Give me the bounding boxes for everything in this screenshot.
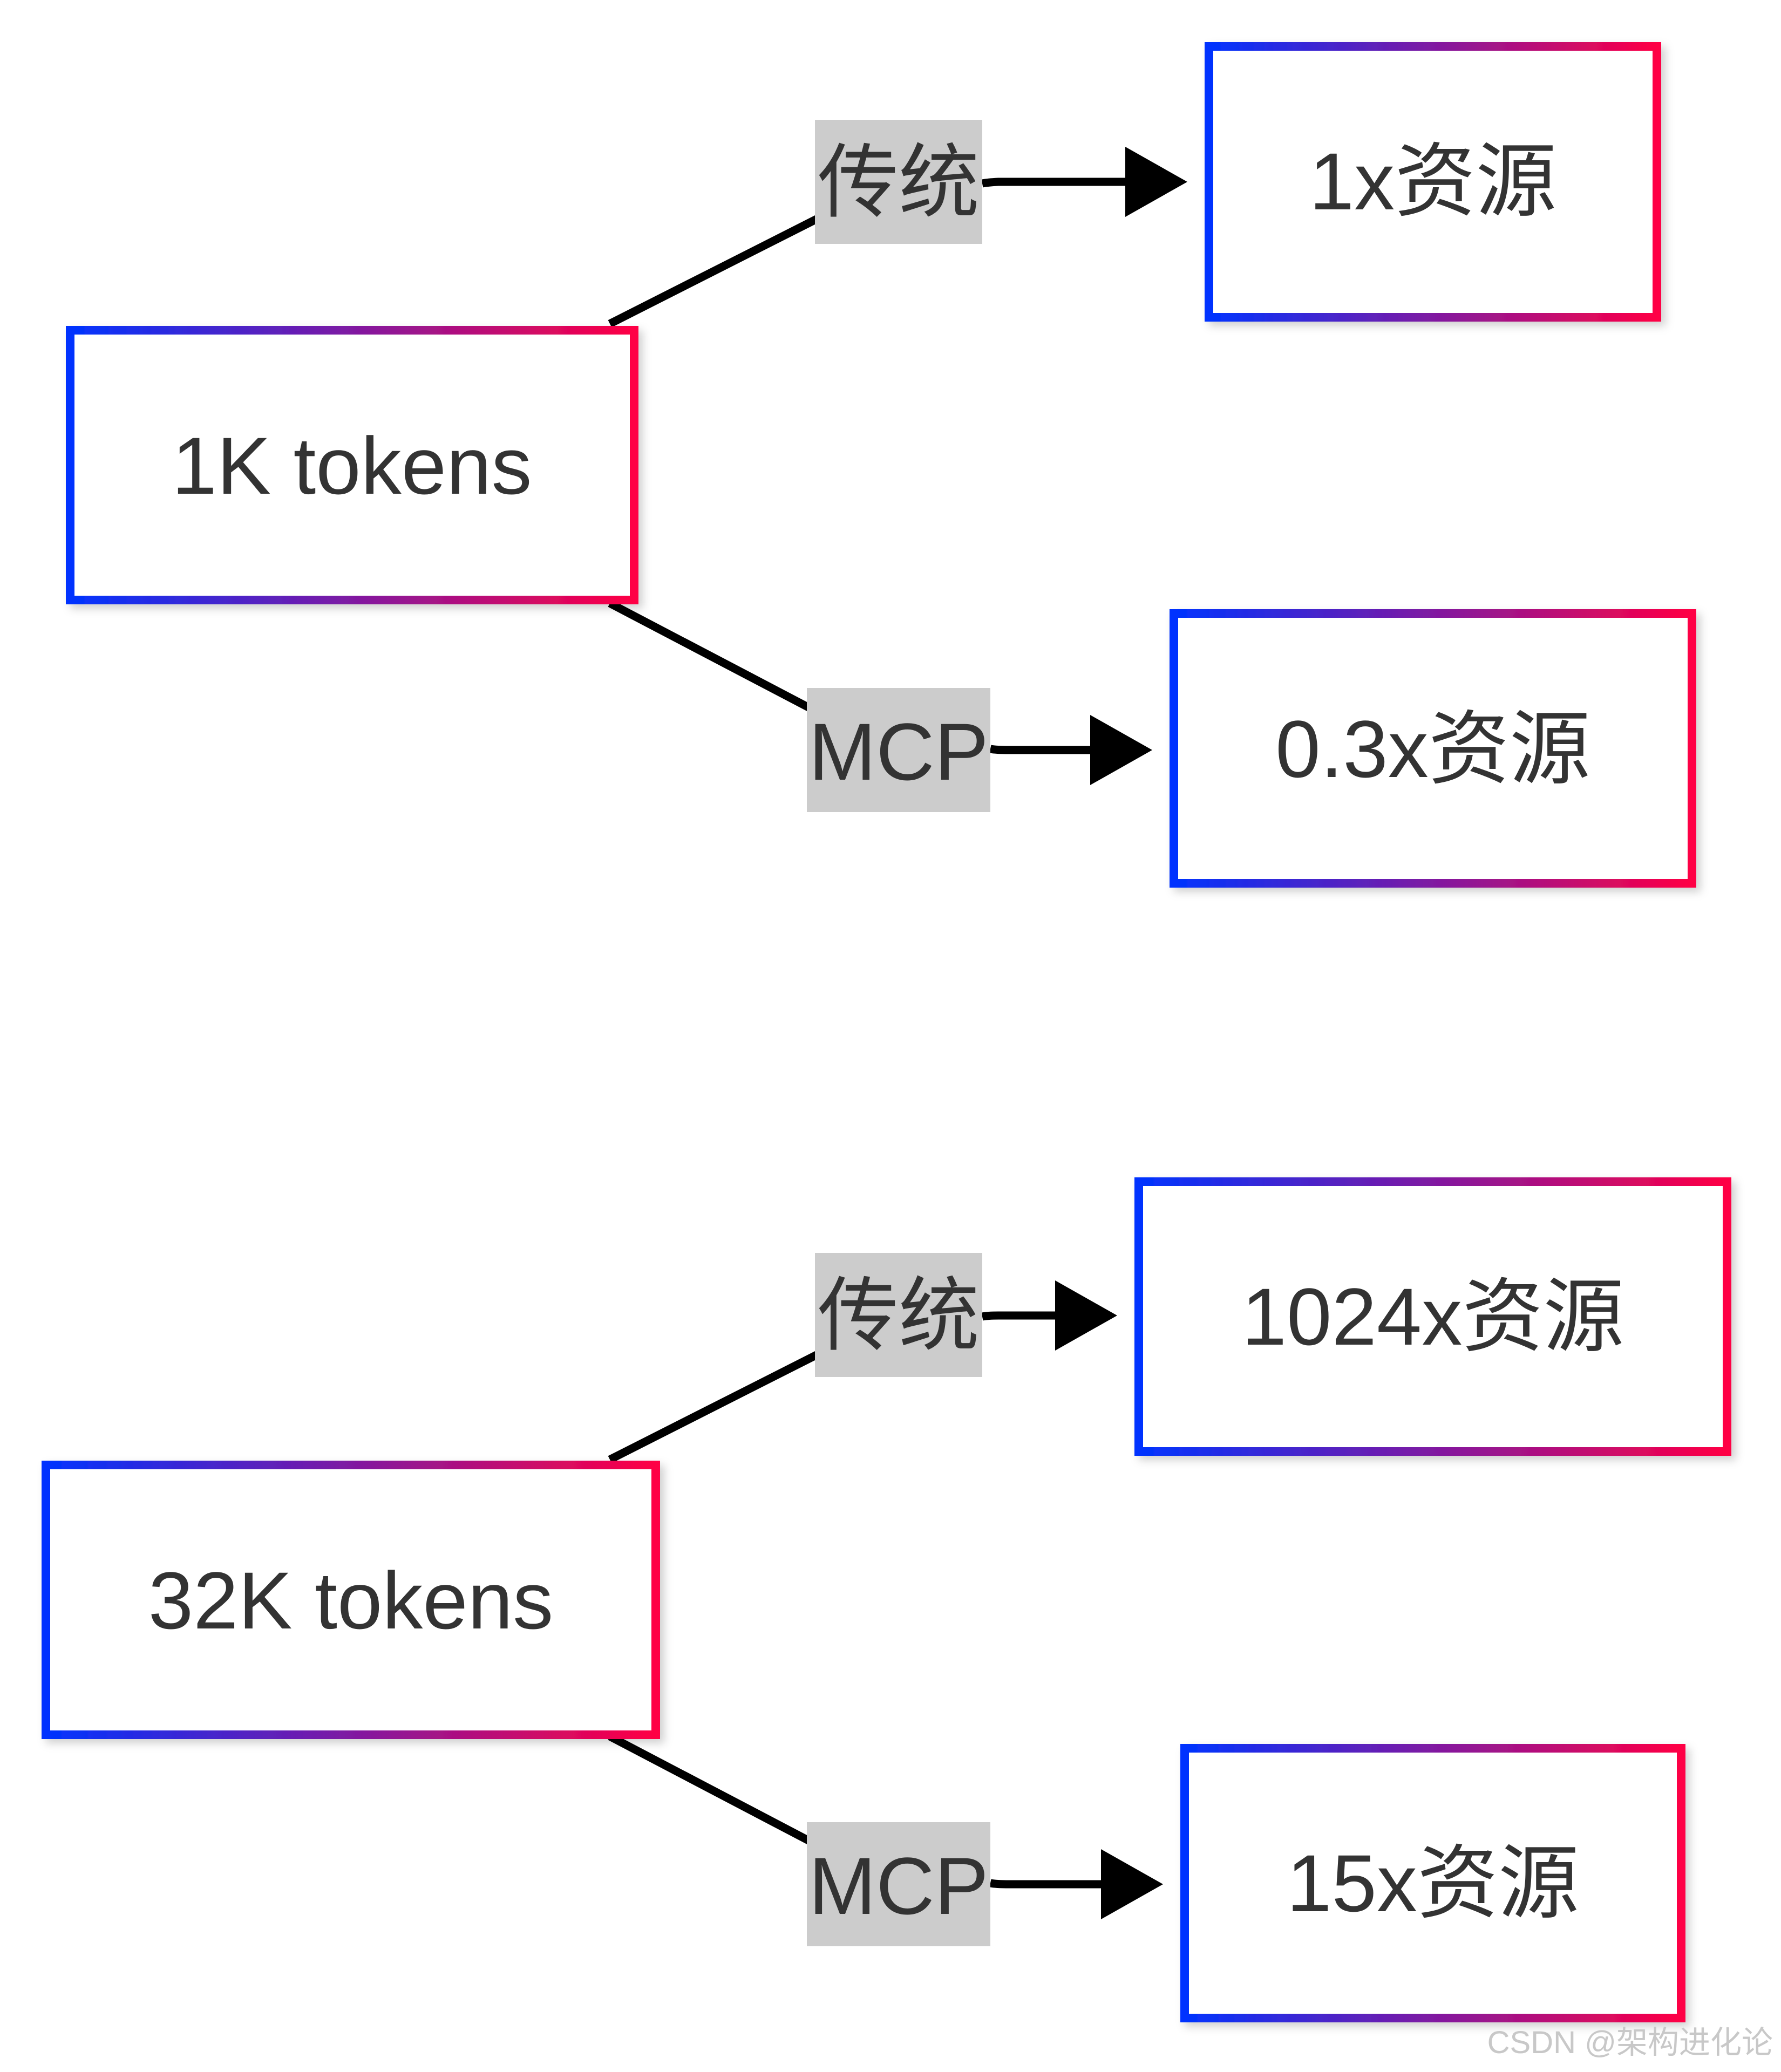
edge-label-bg: [815, 120, 982, 244]
edge-32k-traditional: 传统: [608, 1253, 1117, 1463]
node-label: 1024x资源: [1242, 1271, 1624, 1362]
node-box: [42, 1461, 660, 1739]
edge-1k-mcp: MCP: [608, 599, 1152, 812]
edge-line: [981, 178, 1128, 188]
node-32k-tokens: 32K tokens: [42, 1461, 660, 1739]
edge-label: MCP: [808, 706, 988, 797]
node-1x-resource: 1x资源: [1205, 42, 1661, 322]
watermark-text: CSDN @架构进化论: [1487, 2025, 1773, 2060]
node-1k-tokens: 1K tokens: [66, 326, 638, 604]
node-15x-resource: 15x资源: [1180, 1744, 1685, 2022]
node-label: 0.3x资源: [1275, 704, 1590, 794]
node-box: [66, 326, 638, 604]
node-1024x-resource: 1024x资源: [1134, 1177, 1731, 1456]
node-box: [1170, 609, 1696, 888]
edge-line: [608, 215, 820, 328]
edge-label: 传统: [818, 1270, 980, 1361]
node-box: [1205, 42, 1661, 322]
node-label: 15x资源: [1287, 1838, 1579, 1928]
arrowhead: [1055, 1280, 1117, 1351]
edge-label-bg: [815, 1253, 982, 1377]
node-box: [1180, 1744, 1685, 2022]
edge-line: [608, 599, 812, 712]
edge-line: [989, 1879, 1104, 1889]
node-label: 1K tokens: [172, 420, 532, 511]
edge-label-bg: [807, 688, 990, 812]
edge-line: [608, 1733, 812, 1845]
edge-line: [989, 745, 1093, 754]
node-03x-resource: 0.3x资源: [1170, 609, 1696, 888]
node-box: [1134, 1177, 1731, 1456]
edge-line: [981, 1311, 1058, 1321]
arrowhead: [1125, 147, 1187, 217]
node-label: 1x资源: [1309, 136, 1556, 227]
edge-label: MCP: [808, 1841, 988, 1931]
edge-1k-traditional: 传统: [608, 120, 1187, 328]
edge-line: [608, 1351, 820, 1463]
node-label: 32K tokens: [148, 1555, 554, 1646]
edge-label: 传统: [818, 137, 980, 228]
flow-group-1k: 传统 MCP 1K tokens 1x资源 0.3x资源: [66, 42, 1696, 888]
arrowhead: [1090, 715, 1152, 785]
flow-group-32k: 传统 MCP 32K tokens 1024x资源 15x资源: [42, 1177, 1731, 2022]
edge-32k-mcp: MCP: [608, 1733, 1163, 1946]
edge-label-bg: [807, 1822, 990, 1946]
arrowhead: [1101, 1849, 1163, 1919]
